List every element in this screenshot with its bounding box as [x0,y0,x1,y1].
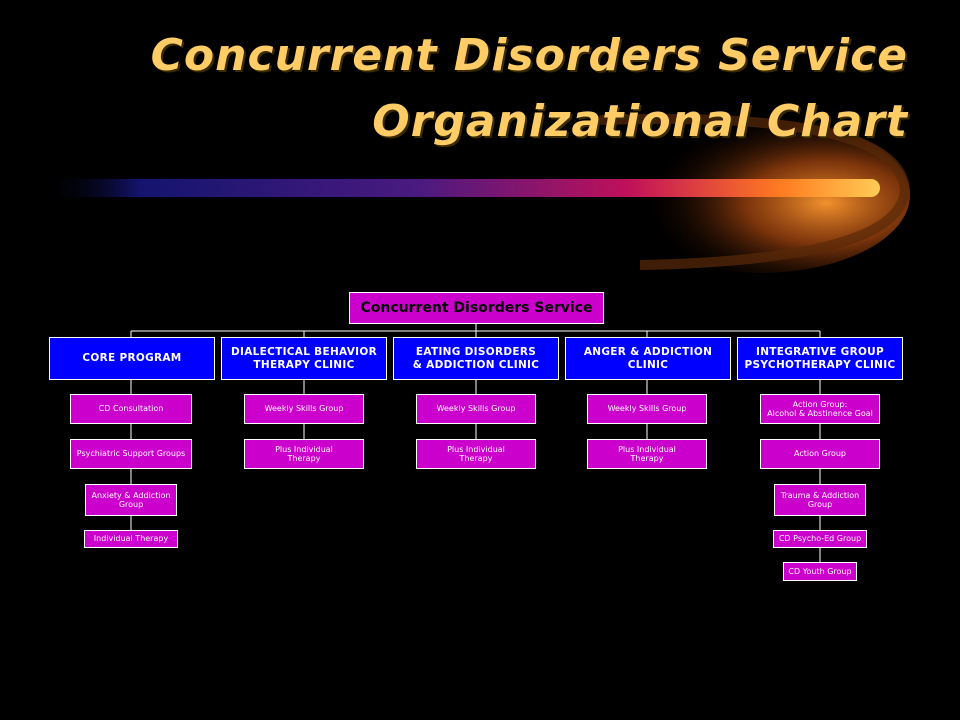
program-box: CD Youth Group [783,562,857,581]
department-box: EATING DISORDERS & ADDICTION CLINIC [393,337,559,380]
slide-title-line-2: Organizational Chart [372,96,908,147]
slide-title-line-1: Concurrent Disorders Service [150,30,908,81]
program-box: Weekly Skills Group [587,394,707,424]
program-box: Plus Individual Therapy [587,439,707,469]
program-box: Action Group: Alcohol & Abstinence Goal [760,394,880,424]
program-box: Anxiety & Addiction Group [85,484,177,516]
decorative-swoosh [40,113,911,273]
swoosh-arc [599,113,911,270]
program-box: Individual Therapy [84,530,178,548]
program-box: Psychiatric Support Groups [70,439,192,469]
program-box: CD Consultation [70,394,192,424]
department-box: INTEGRATIVE GROUP PSYCHOTHERAPY CLINIC [737,337,903,380]
program-box: CD Psycho-Ed Group [773,530,867,548]
program-box: Plus Individual Therapy [244,439,364,469]
program-box: Weekly Skills Group [416,394,536,424]
program-box: Action Group [760,439,880,469]
department-box: ANGER & ADDICTION CLINIC [565,337,731,380]
department-box: DIALECTICAL BEHAVIOR THERAPY CLINIC [221,337,387,380]
program-box: Trauma & Addiction Group [774,484,866,516]
program-box: Weekly Skills Group [244,394,364,424]
program-box: Plus Individual Therapy [416,439,536,469]
swoosh-bar [40,179,880,197]
department-box: CORE PROGRAM [49,337,215,380]
org-root-box: Concurrent Disorders Service [349,292,604,324]
